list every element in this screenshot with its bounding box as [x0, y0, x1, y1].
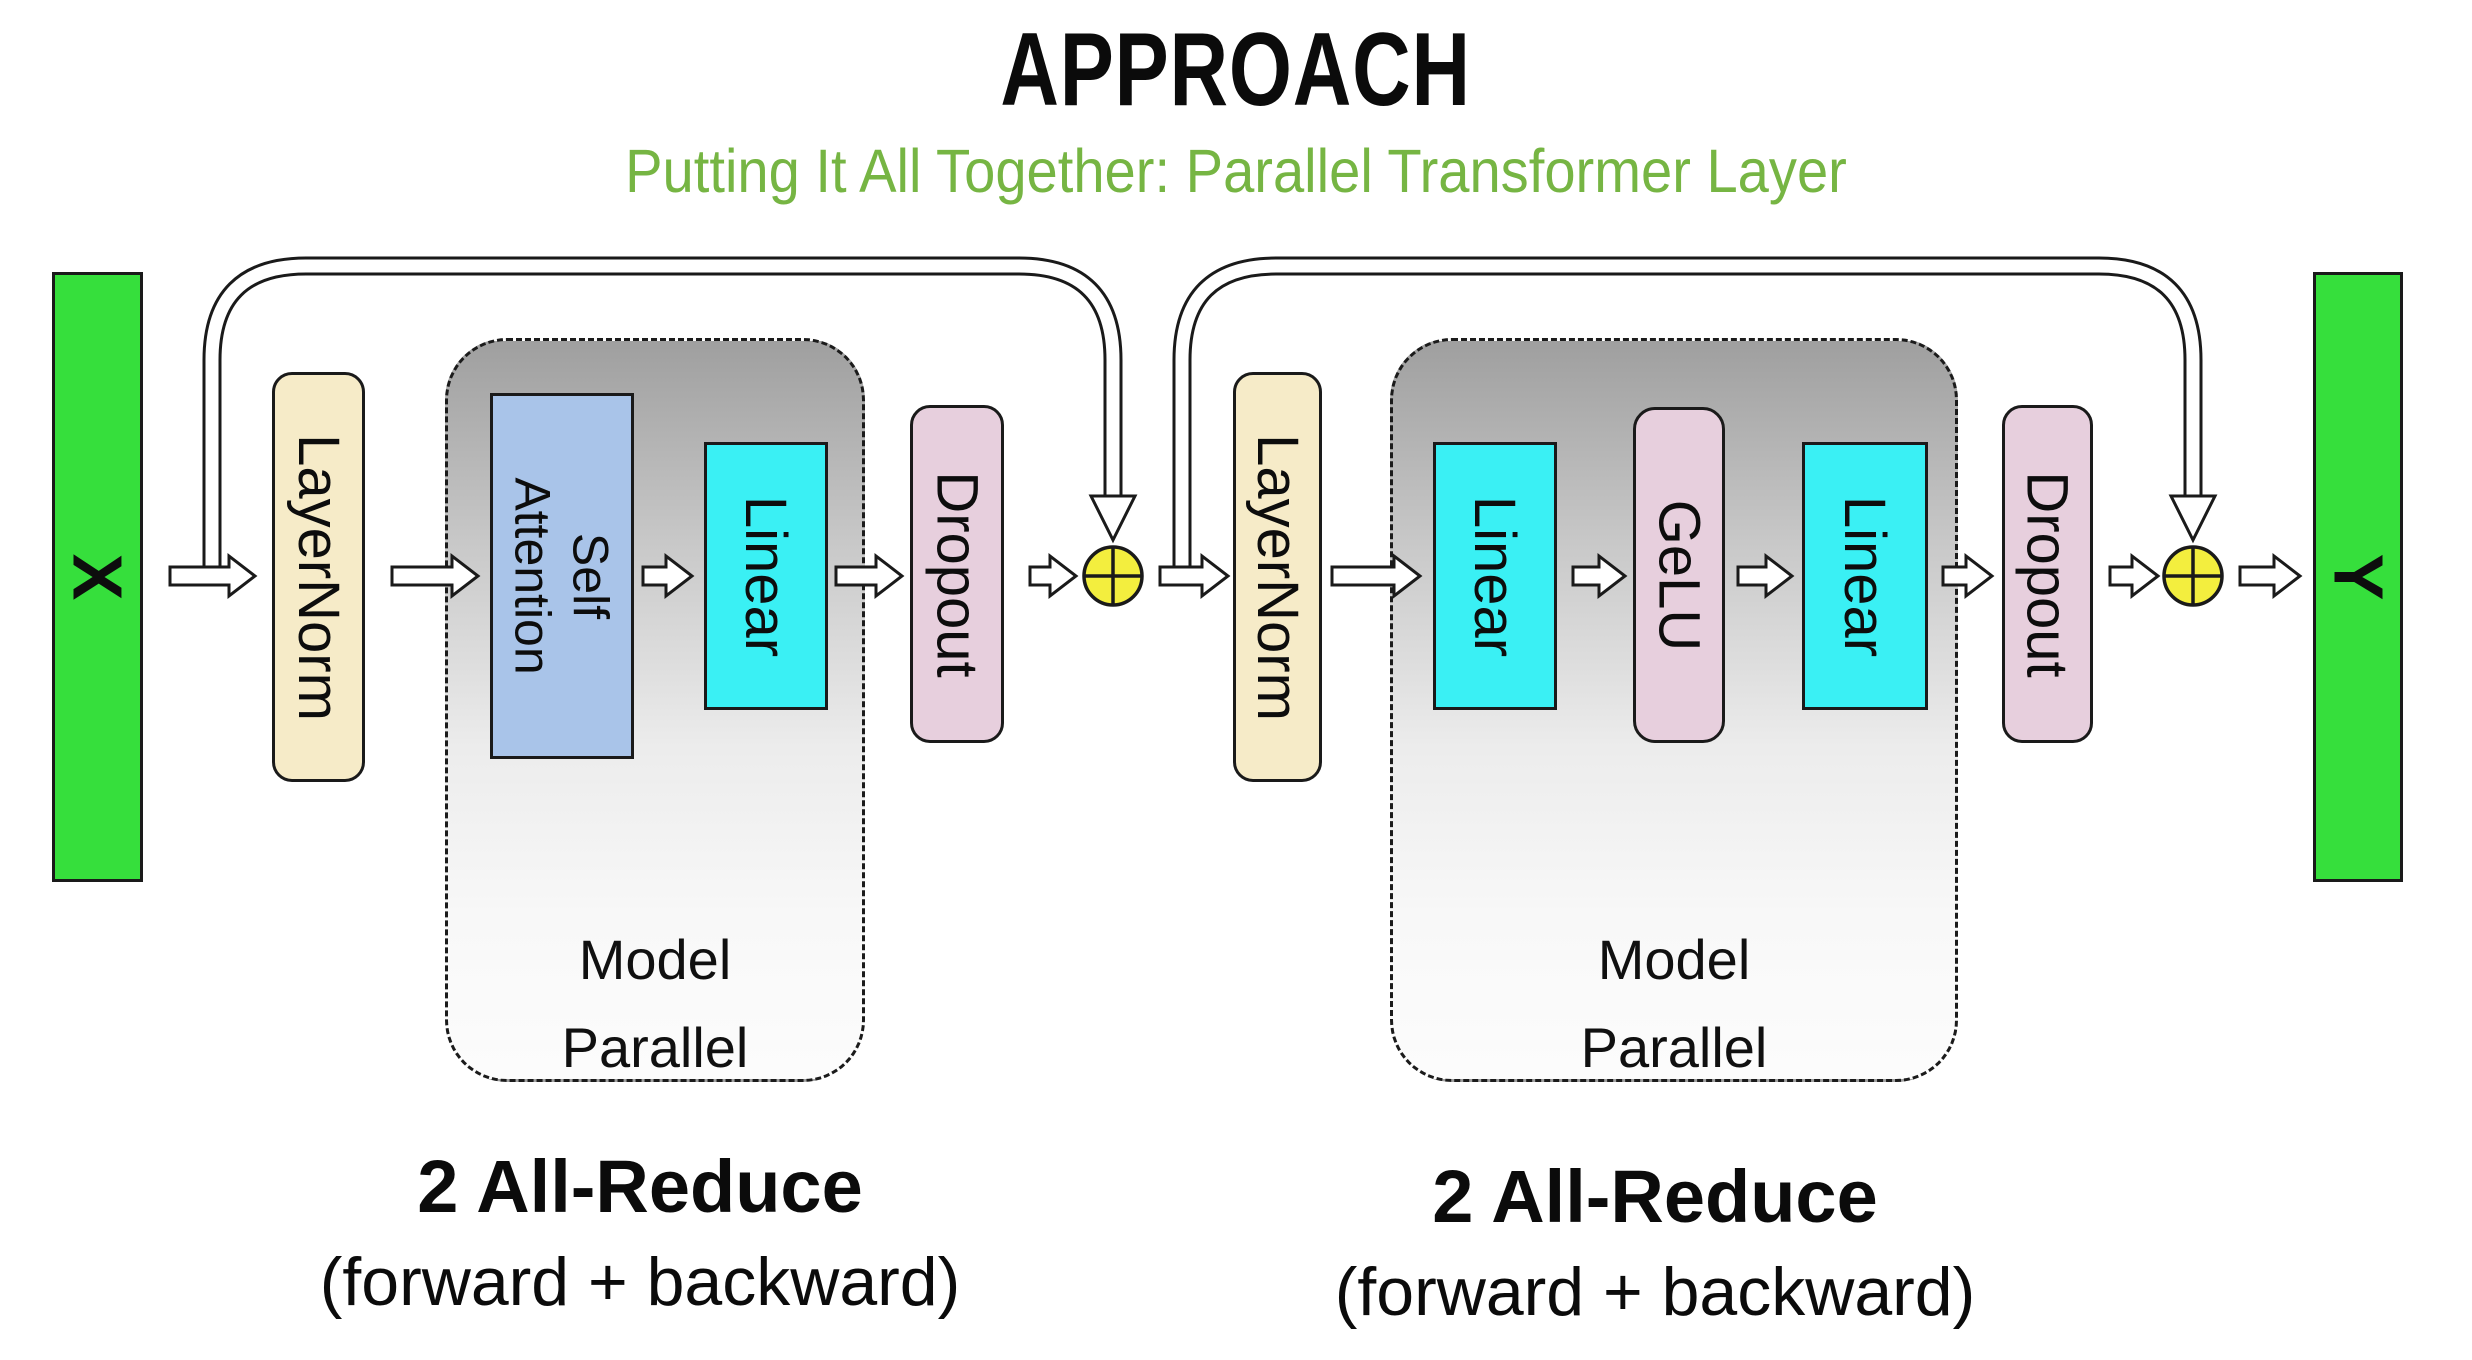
dropout-block-2-label: Dropout — [2015, 470, 2080, 678]
residual-skip-connection-2 — [1172, 256, 2218, 574]
allreduce-note-left: 2 All-Reduce (forward + backward) — [90, 1145, 1190, 1320]
layernorm-block-2-label: LayerNorm — [1245, 433, 1311, 721]
flow-arrow-adder1-to-layernorm2 — [1158, 552, 1231, 600]
allreduce-note-right: 2 All-Reduce (forward + backward) — [1105, 1155, 2205, 1330]
page-title-text: APPROACH — [1000, 12, 1472, 128]
linear-block-2: Linear — [1433, 442, 1557, 710]
skip-arrowhead-1-icon — [1088, 494, 1138, 544]
allreduce-note-right-line2: (forward + backward) — [1334, 1254, 1976, 1330]
self-attention-block: Self Attention — [490, 393, 634, 759]
model-parallel-label-2: Model Parallel — [1393, 916, 1955, 1092]
flow-arrow-linear1-to-dropout1 — [834, 552, 905, 600]
flow-arrow-input-to-layernorm1 — [168, 552, 258, 600]
linear-block-3: Linear — [1802, 442, 1928, 710]
self-attention-label-line2: Attention — [505, 477, 561, 675]
add-icon-2 — [2162, 545, 2224, 607]
model-parallel-label-2-line2: Parallel — [1580, 1016, 1768, 1079]
gelu-block: GeLU — [1633, 407, 1725, 743]
dropout-block-1: Dropout — [910, 405, 1004, 743]
model-parallel-label-2-line1: Model — [1597, 928, 1751, 991]
self-attention-label: Self Attention — [504, 477, 620, 674]
linear-block-1-label: Linear — [733, 495, 799, 657]
dropout-block-2: Dropout — [2002, 405, 2093, 743]
flow-arrow-gelu-to-linear3 — [1736, 552, 1795, 600]
allreduce-note-left-line1: 2 All-Reduce — [417, 1145, 863, 1228]
page-subtitle-text: Putting It All Together: Parallel Transf… — [625, 137, 1847, 205]
model-parallel-label-1-line1: Model — [578, 928, 732, 991]
layernorm-block-1: LayerNorm — [272, 372, 365, 782]
add-icon-1 — [1082, 545, 1144, 607]
linear-block-3-label: Linear — [1832, 495, 1898, 657]
flow-arrow-layernorm2-to-linear2 — [1330, 552, 1423, 600]
flow-arrow-attention-to-linear1 — [641, 552, 695, 600]
output-tensor-label: Y — [2318, 553, 2397, 601]
model-parallel-label-1: Model Parallel — [448, 916, 862, 1092]
flow-arrow-layernorm1-to-attention — [390, 552, 481, 600]
dropout-block-1-label: Dropout — [924, 470, 990, 678]
gelu-block-label: GeLU — [1646, 499, 1712, 651]
model-parallel-label-1-line2: Parallel — [561, 1016, 749, 1079]
page-subtitle: Putting It All Together: Parallel Transf… — [0, 137, 2472, 205]
allreduce-note-right-line1: 2 All-Reduce — [1432, 1155, 1878, 1238]
linear-block-1: Linear — [704, 442, 828, 710]
residual-skip-connection-1 — [202, 256, 1138, 574]
flow-arrow-linear2-to-gelu — [1571, 552, 1628, 600]
flow-arrow-linear3-to-dropout2 — [1941, 552, 1995, 600]
flow-arrow-dropout1-to-adder1 — [1028, 552, 1079, 600]
flow-arrow-dropout2-to-adder2 — [2108, 552, 2161, 600]
layernorm-block-1-label: LayerNorm — [286, 433, 352, 721]
allreduce-note-left-line2: (forward + backward) — [319, 1244, 961, 1320]
output-tensor: Y — [2313, 272, 2403, 882]
page-title: APPROACH — [0, 12, 2472, 128]
flow-arrow-adder2-to-output — [2238, 552, 2303, 600]
input-tensor: X — [52, 272, 143, 882]
input-tensor-label: X — [58, 553, 137, 601]
skip-arrowhead-2-icon — [2168, 494, 2218, 544]
linear-block-2-label: Linear — [1462, 495, 1528, 657]
self-attention-label-line1: Self — [563, 532, 619, 620]
layernorm-block-2: LayerNorm — [1233, 372, 1322, 782]
